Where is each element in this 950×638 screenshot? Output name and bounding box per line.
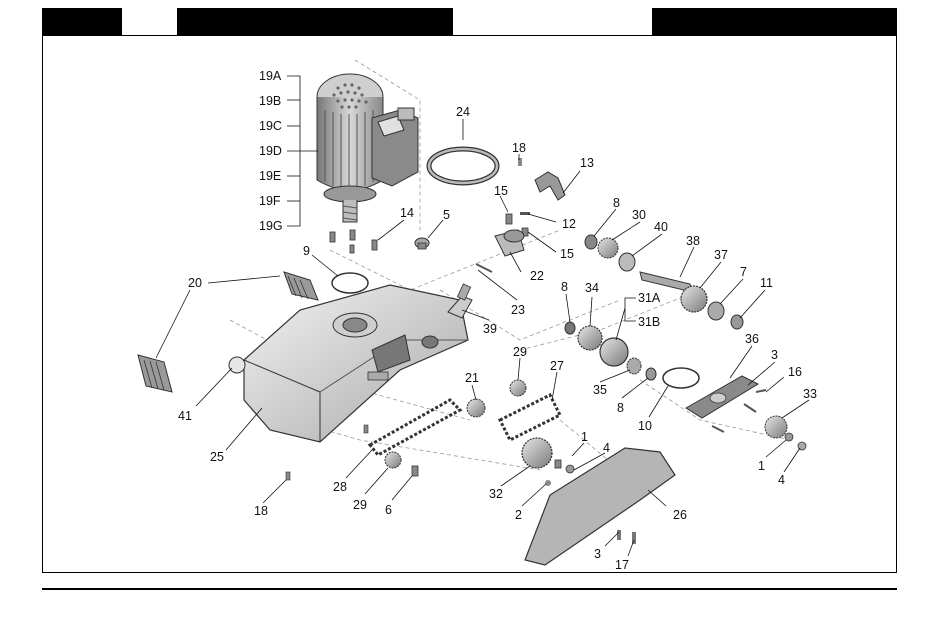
belt (429, 149, 497, 183)
callout-34: 34 (585, 281, 599, 295)
callout-31b: 31B (638, 315, 660, 329)
callout-39: 39 (483, 322, 497, 336)
callout-18-top: 18 (512, 141, 526, 155)
callout-28: 28 (333, 480, 347, 494)
callout-35: 35 (593, 383, 607, 397)
callout-32: 32 (489, 487, 503, 501)
callout-41: 41 (178, 409, 192, 423)
callout-7: 7 (740, 265, 747, 279)
callout-8-middle: 8 (561, 280, 568, 294)
callout-1-left: 1 (581, 430, 588, 444)
callout-17: 17 (615, 558, 629, 572)
callout-19e: 19E (259, 169, 281, 183)
callout-14: 14 (400, 206, 414, 220)
cap-part (415, 238, 429, 249)
callout-15-upper: 15 (494, 184, 508, 198)
callout-15-lower: 15 (560, 247, 574, 261)
callout-27: 27 (550, 359, 564, 373)
callout-21: 21 (465, 371, 479, 385)
callout-4-right: 4 (778, 473, 785, 487)
callout-29-upper: 29 (513, 345, 527, 359)
callout-36: 36 (745, 332, 759, 346)
callout-29-lower: 29 (353, 498, 367, 512)
callout-26: 26 (673, 508, 687, 522)
motor-assembly (317, 74, 418, 253)
callout-1-right: 1 (758, 459, 765, 473)
callout-9: 9 (303, 244, 310, 258)
callout-19g: 19G (259, 219, 283, 233)
callout-19f: 19F (259, 194, 281, 208)
callout-19b: 19B (259, 94, 281, 108)
main-housing (244, 285, 468, 442)
chains-and-sprockets (370, 380, 574, 486)
callout-8-lower: 8 (617, 401, 624, 415)
part-callouts: 19A 19B 19C 19D 19E 19F 19G 24 18 13 14 … (178, 69, 817, 572)
callout-24: 24 (456, 105, 470, 119)
callout-22: 22 (530, 269, 544, 283)
plug (229, 357, 245, 373)
callout-23: 23 (511, 303, 525, 317)
callout-25: 25 (210, 450, 224, 464)
callout-37: 37 (714, 248, 728, 262)
callout-31a: 31A (638, 291, 661, 305)
callout-11: 11 (760, 276, 773, 290)
callout-19d: 19D (259, 144, 282, 158)
callout-38: 38 (686, 234, 700, 248)
callout-18-bottom: 18 (254, 504, 268, 518)
callout-20: 20 (188, 276, 202, 290)
callout-10: 10 (638, 419, 652, 433)
callout-3-upper: 3 (771, 348, 778, 362)
callout-33: 33 (803, 387, 817, 401)
callout-3-lower: 3 (594, 547, 601, 561)
callout-16: 16 (788, 365, 802, 379)
callout-2: 2 (515, 508, 522, 522)
callout-13: 13 (580, 156, 594, 170)
callout-8-top: 8 (613, 196, 620, 210)
callout-4-left: 4 (603, 441, 610, 455)
callout-12: 12 (562, 217, 576, 231)
callout-19c: 19C (259, 119, 282, 133)
callout-6: 6 (385, 503, 392, 517)
side-cover (663, 368, 806, 450)
callout-40: 40 (654, 220, 668, 234)
callout-30: 30 (632, 208, 646, 222)
callout-5: 5 (443, 208, 450, 222)
callout-19a: 19A (259, 69, 282, 83)
